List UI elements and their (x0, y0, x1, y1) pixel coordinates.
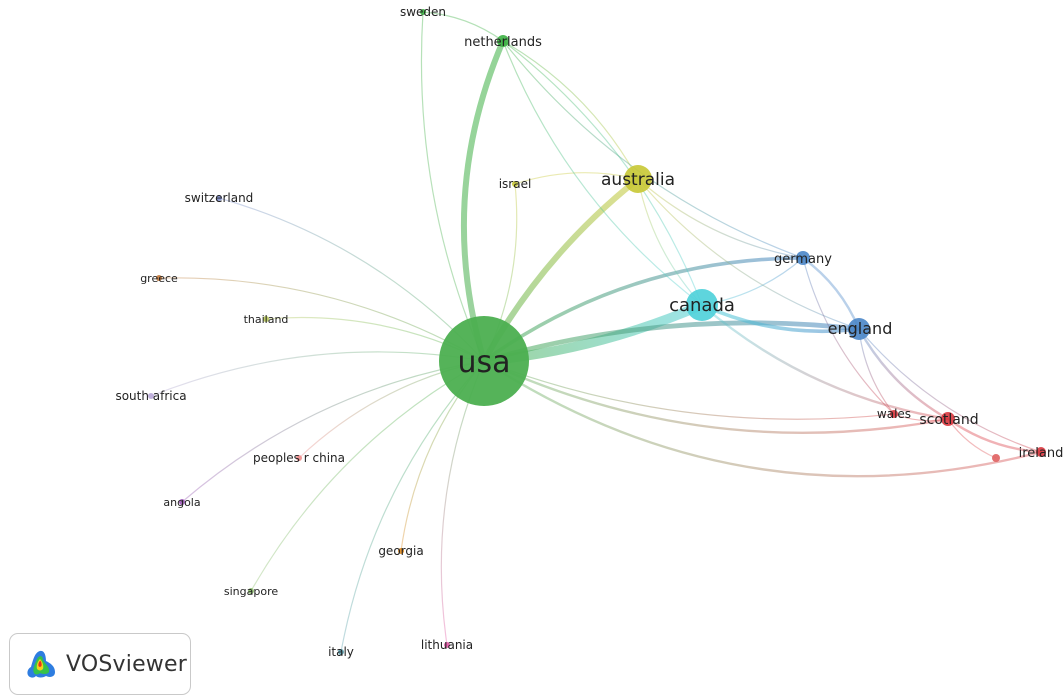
link-australia-germany[interactable] (637, 178, 804, 259)
vosviewer-badge: VOSviewer (9, 633, 191, 695)
link-usa-italy[interactable] (340, 360, 485, 653)
node-ireland-link[interactable] (992, 454, 1000, 462)
label-england: england (828, 319, 893, 338)
labels-layer: usa canada australia england netherlands germ… (115, 5, 1063, 659)
node-canada[interactable] (686, 289, 718, 321)
label-wales: wales (877, 407, 911, 421)
label-usa: usa (457, 345, 510, 380)
link-usa-wales[interactable] (483, 360, 895, 420)
link-usa-sweden[interactable] (420, 11, 485, 362)
node-israel[interactable] (512, 181, 518, 187)
link-usa-germany[interactable] (482, 256, 805, 363)
node-switzerland[interactable] (216, 195, 222, 201)
link-netherlands-canada[interactable] (502, 40, 703, 306)
label-israel: israel (499, 177, 532, 191)
nodes-layer (148, 9, 1046, 655)
link-australia-canada[interactable] (637, 178, 703, 306)
label-angola: angola (163, 496, 200, 509)
node-wales[interactable] (890, 410, 898, 418)
link-australia-england[interactable] (637, 178, 860, 330)
links-layer (150, 11, 1043, 653)
label-sweden: sweden (400, 5, 446, 19)
link-usa-greece[interactable] (158, 277, 485, 362)
node-ireland[interactable] (1036, 447, 1046, 457)
label-ireland: ireland (1019, 446, 1063, 461)
label-netherlands: netherlands (464, 35, 542, 50)
link-usa-ireland[interactable] (482, 359, 1043, 478)
label-singapore: singapore (224, 585, 278, 598)
label-germany: germany (774, 252, 832, 267)
link-usa-england[interactable] (481, 320, 862, 364)
label-south-africa: south africa (115, 389, 186, 403)
link-australia-israel[interactable] (514, 172, 639, 185)
node-georgia[interactable] (398, 548, 404, 554)
node-italy[interactable] (338, 649, 344, 655)
link-usa-scotland[interactable] (482, 359, 950, 434)
link-usa-south_africa[interactable] (150, 351, 485, 397)
node-australia[interactable] (624, 165, 652, 193)
link-usa-angola[interactable] (181, 360, 485, 503)
node-scotland[interactable] (941, 412, 955, 426)
label-canada: canada (669, 295, 735, 316)
node-sweden[interactable] (420, 9, 426, 15)
label-greece: greece (140, 272, 178, 285)
node-germany[interactable] (796, 251, 810, 265)
link-canada-netherlands[interactable] (502, 40, 703, 306)
link-germany-wales[interactable] (802, 257, 895, 415)
link-usa-netherlands[interactable] (460, 38, 506, 364)
node-thailand[interactable] (263, 316, 269, 322)
node-netherlands[interactable] (497, 35, 509, 47)
link-australia-netherlands[interactable] (502, 40, 639, 180)
brand-name: VOSviewer (66, 651, 187, 677)
label-australia: australia (601, 170, 675, 190)
label-thailand: thailand (244, 313, 289, 326)
node-greece[interactable] (156, 275, 162, 281)
node-lithuania[interactable] (444, 642, 450, 648)
link-netherlands-germany[interactable] (502, 40, 804, 259)
node-usa[interactable] (439, 316, 529, 406)
link-usa-switzerland[interactable] (218, 197, 485, 362)
label-peoples-r-china: peoples r china (253, 451, 345, 465)
link-england-ireland[interactable] (858, 328, 1042, 453)
node-singapore[interactable] (248, 588, 254, 594)
link-netherlands-sweden[interactable] (422, 11, 504, 42)
label-switzerland: switzerland (185, 191, 254, 205)
node-england[interactable] (848, 318, 870, 340)
label-georgia: georgia (378, 544, 423, 558)
vosviewer-logo-icon (27, 650, 55, 678)
node-angola[interactable] (179, 499, 185, 505)
node-peoples-r-china[interactable] (296, 455, 302, 461)
link-england-scotland[interactable] (857, 327, 950, 421)
link-scotland-ireland[interactable] (946, 417, 1043, 454)
label-scotland: scotland (919, 412, 978, 428)
label-italy: italy (328, 645, 354, 659)
label-lithuania: lithuania (421, 638, 473, 652)
link-canada-england[interactable] (700, 303, 861, 334)
node-south-africa[interactable] (148, 393, 154, 399)
link-canada-scotland[interactable] (700, 303, 950, 421)
